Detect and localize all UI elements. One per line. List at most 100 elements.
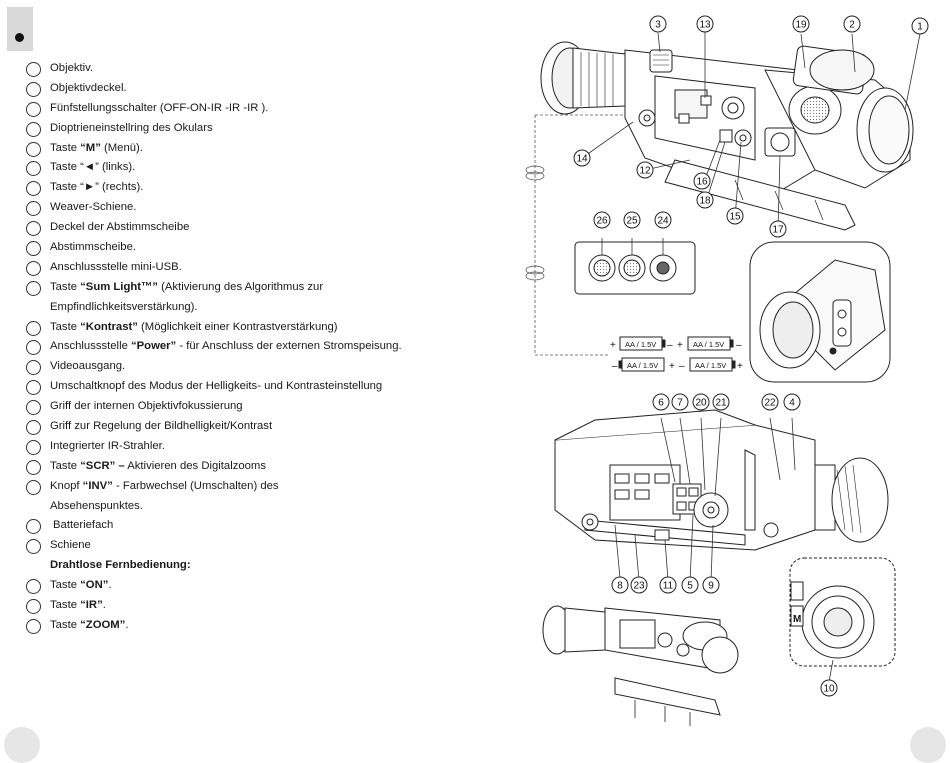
legend-item: Abstimmscheibe. <box>26 238 486 258</box>
battery-label: AA / 1.5V <box>627 361 658 370</box>
callout-circle <box>636 161 654 179</box>
callout-circle <box>671 393 689 411</box>
callout-circle <box>726 207 744 225</box>
legend-item: Drahtlose Fernbedienung: <box>26 556 486 576</box>
legend-item: Griff der internen Objektivfokussierung <box>26 397 486 417</box>
legend-text: Deckel der Abstimmscheibe <box>50 221 190 234</box>
callout-number: 2 <box>849 20 855 31</box>
eyepiece-closeup-inset <box>749 241 891 383</box>
callout-number: 23 <box>633 581 645 592</box>
legend-number-circle <box>26 121 41 137</box>
callout-circle <box>652 393 670 411</box>
callout-circle <box>593 211 611 229</box>
legend-text: Knopf “INV” - Farbwechsel (Umschalten) d… <box>50 479 279 492</box>
legend-item: Taste “IR”. <box>26 596 486 616</box>
device-side-view <box>554 409 889 551</box>
legend-number-circle <box>26 241 41 257</box>
rotation-icons <box>525 165 545 281</box>
device-top-view <box>540 41 914 231</box>
callout-circle <box>630 576 648 594</box>
polarity-minus: – <box>679 361 685 372</box>
callout-number: 7 <box>677 398 683 409</box>
callout-number: 8 <box>617 581 623 592</box>
legend-item: Taste “ON”. <box>26 576 486 596</box>
legend-item: Empfindlichkeitsverstärkung). <box>26 298 486 318</box>
legend-number-circle <box>26 201 41 217</box>
legend-number-circle <box>26 280 41 296</box>
legend-number-circle <box>26 599 41 615</box>
callout-number: 3 <box>655 20 661 31</box>
remote-label-m: M <box>793 614 801 625</box>
callout-number: 6 <box>658 398 664 409</box>
legend-text: Anschlussstelle “Power” - für Anschluss … <box>50 340 402 353</box>
legend-number-circle <box>26 260 41 276</box>
legend-text: Taste “IR”. <box>50 599 106 612</box>
page-corner-left <box>4 727 40 763</box>
legend-number-circle <box>26 181 41 197</box>
legend-text: Batteriefach <box>53 519 114 532</box>
dashed-connectors <box>534 114 625 356</box>
polarity-plus: + <box>669 361 675 372</box>
callout-circle <box>693 172 711 190</box>
legend-text: Griff zur Regelung der Bildhelligkeit/Ko… <box>50 420 273 433</box>
legend-number-circle <box>26 62 41 77</box>
callout-number: 16 <box>696 177 708 188</box>
polarity-minus: – <box>736 340 742 351</box>
battery-cover-module <box>574 241 696 295</box>
callout-number: 21 <box>715 398 727 409</box>
polarity-minus: – <box>667 340 673 351</box>
legend-number-circle <box>26 539 41 555</box>
legend-text: Integrierter IR-Strahler. <box>50 439 165 452</box>
battery-label: AA / 1.5V <box>693 340 724 349</box>
parts-legend: Objektiv. Objektivdeckel. Fünfstellungssch… <box>26 59 486 636</box>
legend-text: Fünfstellungsschalter (OFF-ON-IR -IR -IR… <box>50 101 269 114</box>
callout-number: 14 <box>576 154 588 165</box>
device-lower-view <box>542 605 739 726</box>
legend-text: Absehenspunktes. <box>50 499 143 512</box>
legend-number-circle <box>26 340 41 356</box>
legend-item: Taste “SCR” – Aktivieren des Digitalzoom… <box>26 457 486 477</box>
legend-text: Objektiv. <box>50 62 94 74</box>
callout-number: 11 <box>663 581 674 592</box>
legend-item: Objektivdeckel. <box>26 79 486 99</box>
legend-text: Objektivdeckel. <box>50 81 127 94</box>
callout-number: 9 <box>708 581 714 592</box>
callout-circle <box>783 393 801 411</box>
legend-number-circle <box>26 360 41 376</box>
legend-number-circle <box>26 420 41 436</box>
callout-circle <box>692 393 710 411</box>
callout-number: 18 <box>699 196 711 207</box>
legend-item: Taste “►” (rechts). <box>26 178 486 198</box>
callout-number: 5 <box>687 581 693 592</box>
legend-text: Abstimmscheibe. <box>50 241 137 254</box>
legend-item: Taste “Kontrast” (Möglichkeit einer Kont… <box>26 318 486 338</box>
legend-text: Schiene <box>50 539 91 552</box>
callout-circle <box>623 211 641 229</box>
callout-number: 22 <box>764 398 776 409</box>
legend-item: Deckel der Abstimmscheibe <box>26 218 486 238</box>
legend-item: Integrierter IR-Strahler. <box>26 437 486 457</box>
legend-item: Absehenspunktes. <box>26 497 486 517</box>
batteries <box>618 336 736 372</box>
legend-text: Taste “Kontrast” (Möglichkeit einer Kont… <box>50 320 338 333</box>
legend-item: Knopf “INV” - Farbwechsel (Umschalten) d… <box>26 477 486 497</box>
callout-circle <box>761 393 779 411</box>
legend-text: Weaver-Schiene. <box>50 201 137 214</box>
callout-number: 17 <box>772 225 784 236</box>
callout-circle <box>792 15 810 33</box>
callout-number: 4 <box>789 398 795 409</box>
battery-label: AA / 1.5V <box>695 361 726 370</box>
callout-circle <box>911 17 929 35</box>
legend-item: Batteriefach <box>26 516 486 536</box>
legend-item: Fünfstellungsschalter (OFF-ON-IR -IR -IR… <box>26 99 486 119</box>
legend-text: Taste “ON”. <box>50 579 112 592</box>
legend-text: Dioptrieneinstellring des Okulars <box>50 121 213 134</box>
legend-item: Griff zur Regelung der Bildhelligkeit/Ko… <box>26 417 486 437</box>
callout-circle <box>573 149 591 167</box>
legend-text: Empfindlichkeitsverstärkung). <box>50 300 198 313</box>
legend-item: Taste “◄” (links). <box>26 158 486 178</box>
legend-text: Taste “Sum Light™” (Aktivierung des Algo… <box>50 280 324 293</box>
callout-circle <box>696 191 714 209</box>
polarity-plus: + <box>610 340 616 351</box>
